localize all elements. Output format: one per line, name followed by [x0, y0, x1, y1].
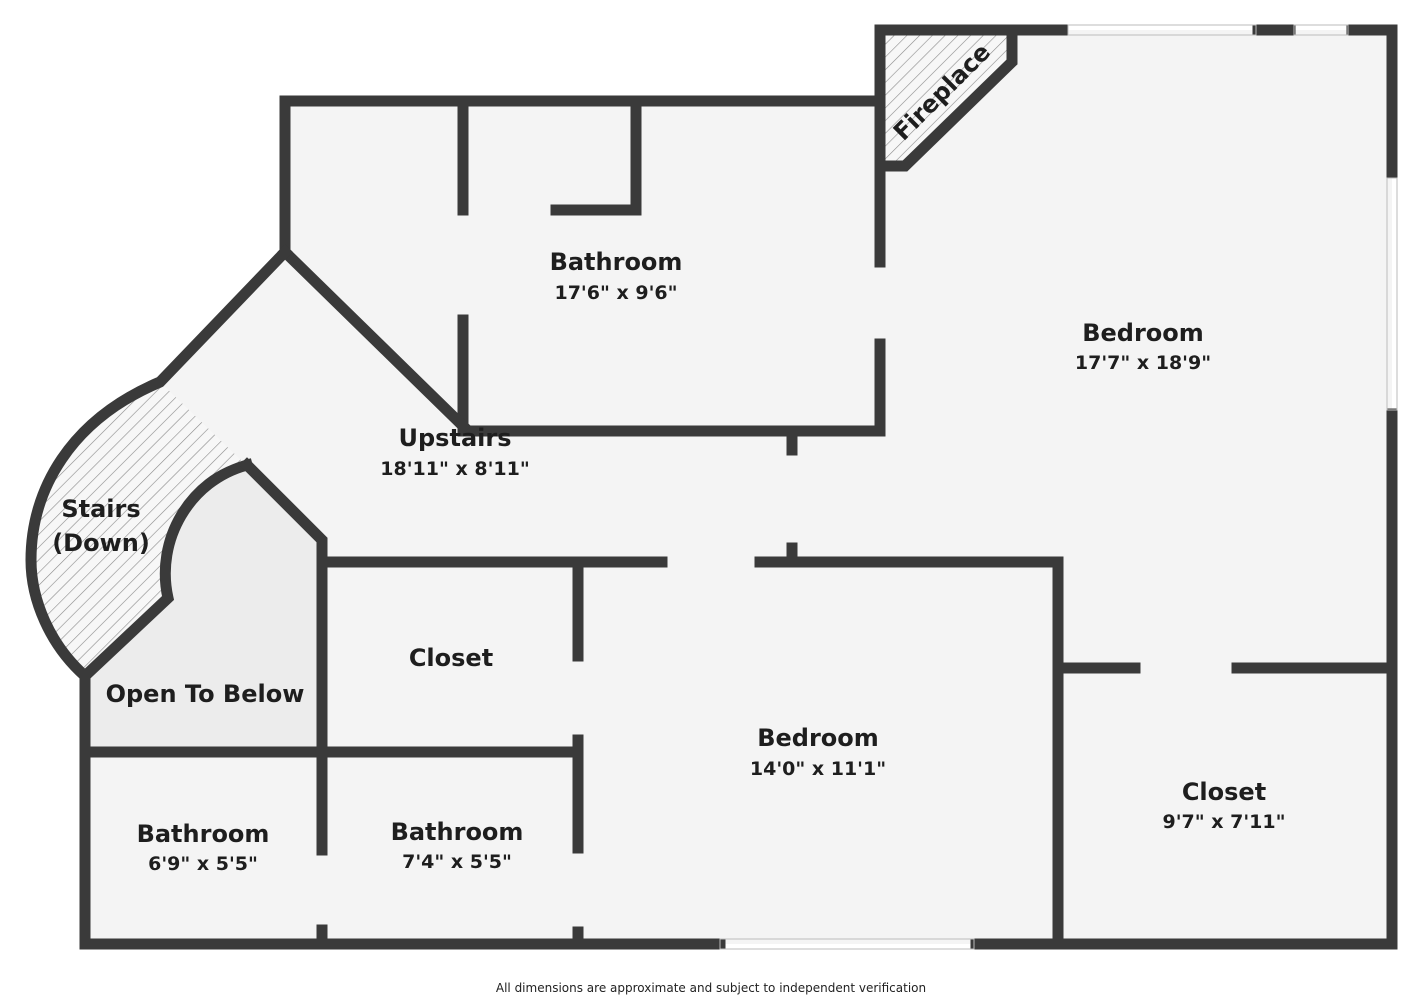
upstairs-label: Upstairs — [399, 424, 512, 452]
bedroom-center-label: Bedroom — [757, 724, 879, 752]
closet-left-label: Closet — [409, 644, 493, 672]
bathroom-left-label: Bathroom — [137, 820, 270, 848]
bathroom-left-floor — [85, 752, 322, 944]
walls — [25, 24, 1398, 950]
closet-right-label: Closet — [1182, 778, 1266, 806]
bedroom-right-label: Bedroom — [1082, 319, 1204, 347]
openings — [719, 24, 1398, 950]
bedroom-right-dims: 17'7" x 18'9" — [1075, 352, 1211, 374]
bedroom-right-floor — [792, 30, 1392, 668]
bathroom-top-label: Bathroom — [550, 248, 683, 276]
disclaimer-text: All dimensions are approximate and subje… — [496, 981, 926, 995]
upstairs-floor — [35, 252, 792, 676]
floors — [35, 30, 1392, 944]
stairs-area — [30, 382, 243, 676]
bathroom-mid-dims: 7'4" x 5'5" — [402, 851, 512, 873]
bedroom-center-floor — [578, 562, 1058, 944]
stairs-label-line2: (Down) — [52, 529, 150, 557]
bathroom-top-dims: 17'6" x 9'6" — [554, 282, 677, 304]
closet-right-dims: 9'7" x 7'11" — [1162, 811, 1285, 833]
closet-left-floor — [322, 562, 578, 752]
closet-right-floor — [1058, 668, 1392, 944]
upstairs-dims: 18'11" x 8'11" — [380, 458, 529, 480]
bathroom-mid-label: Bathroom — [391, 818, 524, 846]
bathroom-mid-floor — [322, 752, 578, 944]
fireplace-area — [882, 32, 1010, 166]
bathroom-left-dims: 6'9" x 5'5" — [148, 853, 258, 875]
bedroom-center-dims: 14'0" x 11'1" — [750, 758, 886, 780]
stairs-label-line1: Stairs — [61, 495, 140, 523]
open-to-below-area — [85, 465, 322, 752]
open-to-below-label: Open To Below — [106, 680, 305, 708]
